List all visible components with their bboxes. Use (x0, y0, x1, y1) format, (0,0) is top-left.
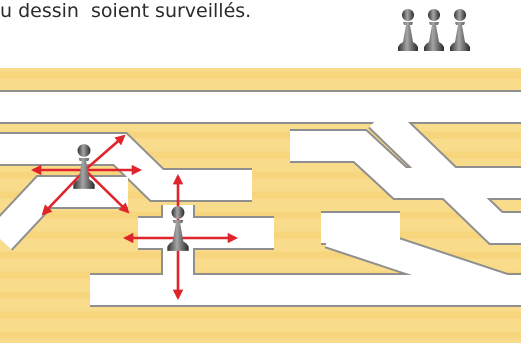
maze-board (0, 0, 521, 343)
